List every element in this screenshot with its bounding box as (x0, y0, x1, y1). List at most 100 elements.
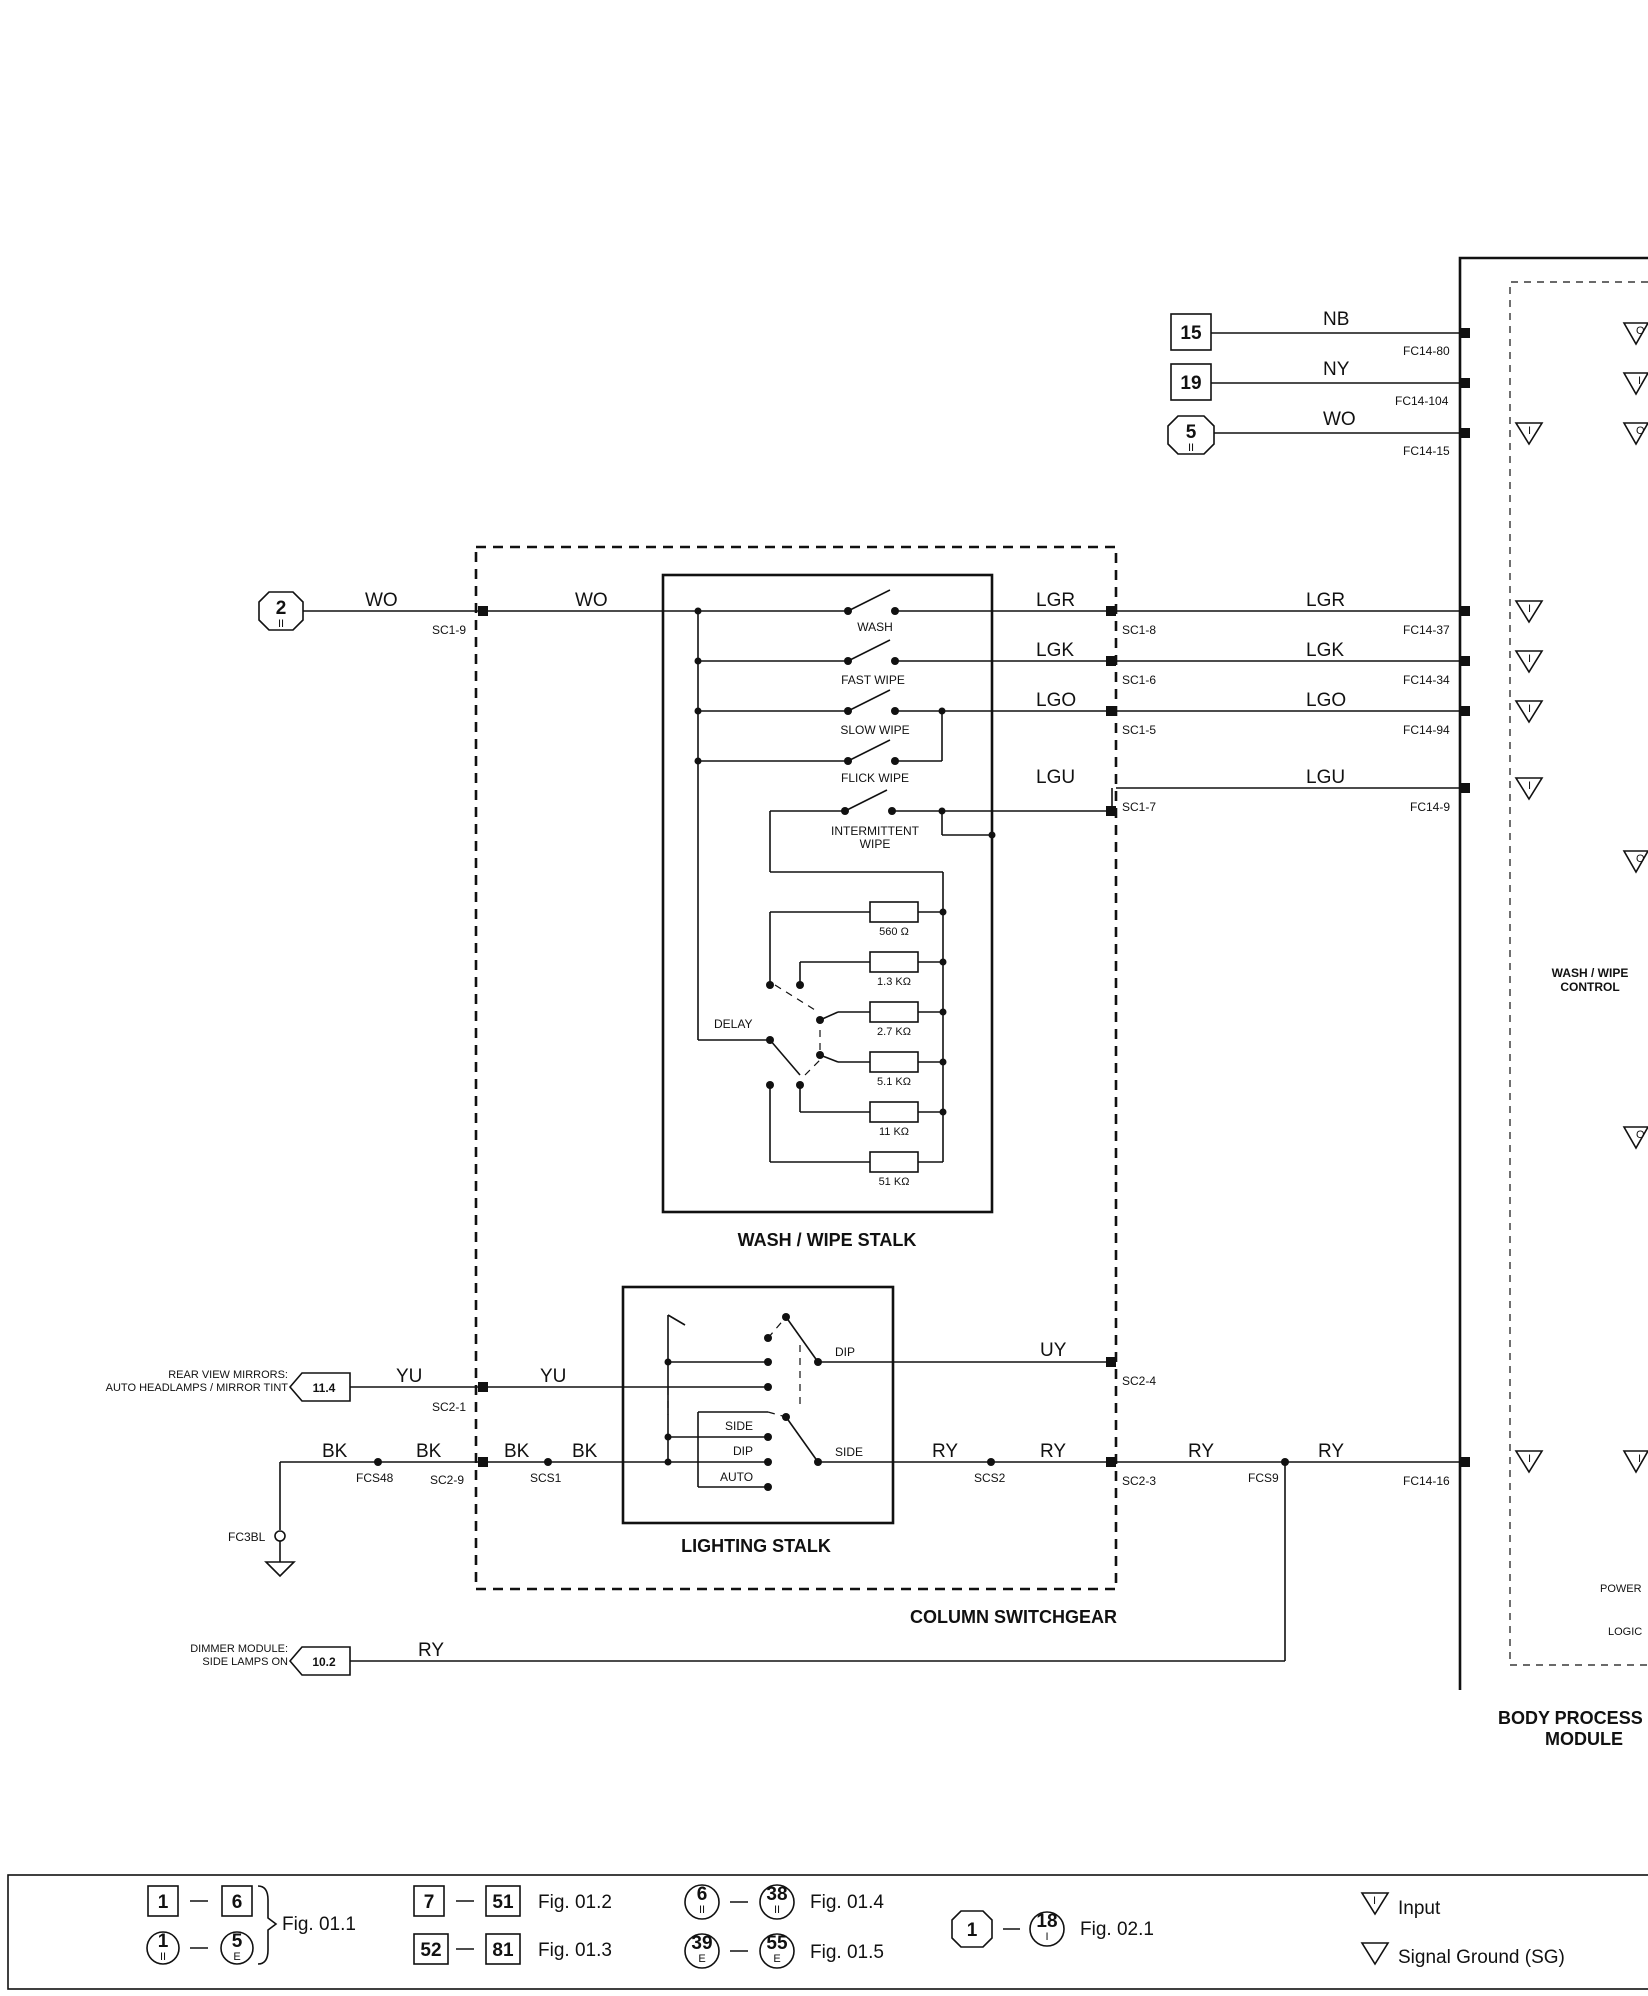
connector-fc14-80: FC14-80 (1403, 344, 1450, 358)
ref-11-4-arrow (288, 1372, 351, 1402)
legend-e2-sub: II (774, 1904, 780, 1916)
wire-label-ry-2: RY (1040, 1441, 1066, 1462)
ry-side-lamps: RY RY RY RY RY SCS2 SC2-3 FCS9 FC14-16 I… (190, 1441, 1544, 1676)
connector-fc14-34: FC14-34 (1403, 673, 1450, 687)
wire-label-ry-1: RY (932, 1441, 958, 1462)
legend-f1: 39 (691, 1933, 712, 1954)
resistor-2-7k (869, 1001, 919, 1023)
dimmer-label-1: DIMMER MODULE: (190, 1643, 288, 1655)
input-symbol-pin-15: I (1528, 425, 1531, 437)
lighting-stalk-switches: DIP SIDE SIDE DIP AUTO (628, 1313, 1112, 1491)
connector-fc14-94: FC14-94 (1403, 723, 1450, 737)
lighting-side-label: SIDE (835, 1445, 863, 1459)
body-processor-module: WASH / WIPE CONTROL POWER LOGIC BODY PRO… (1458, 256, 1648, 1749)
legend-signal-ground-label: Signal Ground (SG) (1398, 1947, 1565, 1968)
ground-symbol (264, 1561, 296, 1578)
ref-10-2-label: 10.2 (312, 1655, 336, 1669)
input-symbol-pin-94: I (1528, 703, 1531, 715)
input-symbol-pin-34: I (1528, 653, 1531, 665)
connector-fcs9: FCS9 (1248, 1471, 1279, 1485)
legend-c1: 7 (424, 1892, 435, 1913)
wire-label-lgr-1: LGR (1036, 590, 1075, 611)
top-inputs: 15 NB FC14-80 19 NY FC14-104 5 II WO FC1… (1167, 309, 1544, 458)
lighting-stalk-title: LIGHTING STALK (681, 1536, 831, 1556)
ref-2-sub: II (278, 618, 284, 630)
dimmer-label-2: SIDE LAMPS ON (202, 1656, 288, 1668)
lighting-stalk-outline (621, 1285, 895, 1525)
legend-d2: 81 (492, 1940, 514, 1961)
resistor-5-1k-label: 5.1 KΩ (877, 1076, 911, 1088)
wo-input: 2 II WO WO SC1-9 (258, 590, 698, 637)
column-switchgear-outline (474, 545, 1118, 1591)
legend-f2-sub: E (773, 1953, 780, 1965)
wire-label-lgu-2: LGU (1306, 767, 1345, 788)
uy-output: UY SC2-4 (1040, 1340, 1156, 1388)
resistor-1-3k-label: 1.3 KΩ (877, 976, 911, 988)
legend-c2: 51 (492, 1892, 514, 1913)
wash-wipe-control-outline (1509, 281, 1648, 1666)
ref-5-octagon (1167, 415, 1215, 455)
mirrors-label-1: REAR VIEW MIRRORS: (168, 1369, 288, 1381)
connector-fcs48: FCS48 (356, 1471, 394, 1485)
legend-input-symbol: I (1373, 1895, 1376, 1907)
legend-frame (7, 1874, 1648, 1990)
ref-11-4-label: 11.4 (313, 1381, 336, 1395)
lighting-dip-label: DIP (835, 1345, 855, 1359)
connector-scs1: SCS1 (530, 1471, 562, 1485)
wire-label-wo-2: WO (575, 590, 608, 611)
switch-intermittent-label: INTERMITTENT (831, 824, 920, 838)
ref-19-box (1170, 363, 1212, 401)
power-label: POWER (1600, 1583, 1642, 1595)
legend-fig-011: Fig. 01.1 (282, 1914, 356, 1935)
switch-slow-wipe-label: SLOW WIPE (840, 723, 909, 737)
ref-5-label: 5 (1186, 422, 1197, 443)
legend-input-label: Input (1398, 1898, 1441, 1919)
resistor-560 (869, 901, 919, 923)
legend-g2: 18 (1036, 1911, 1057, 1932)
resistor-560-label: 560 Ω (879, 926, 909, 938)
delay-label: DELAY (714, 1017, 752, 1031)
wash-wipe-control-label-2: CONTROL (1560, 980, 1619, 994)
input-symbol-pin-37: I (1528, 603, 1531, 615)
connector-fc14-15: FC14-15 (1403, 444, 1450, 458)
wash-wipe-stalk-outline (661, 573, 994, 1214)
legend-f1-sub: E (698, 1953, 705, 1965)
wash-wipe-control-label: WASH / WIPE (1552, 966, 1629, 980)
wiper-outputs: LGR LGK LGO LGU SC1-8 SC1-6 SC1-5 SC1-7 … (1036, 590, 1544, 816)
connector-fc14-16: FC14-16 (1403, 1474, 1450, 1488)
connector-fc3bl: FC3BL (228, 1530, 266, 1544)
legend-e2: 38 (766, 1884, 787, 1905)
legend-b2: 5 (232, 1931, 243, 1952)
connector-sc2-4: SC2-4 (1122, 1374, 1156, 1388)
switch-flick-wipe-label: FLICK WIPE (841, 771, 909, 785)
column-switchgear-title: COLUMN SWITCHGEAR (910, 1607, 1117, 1627)
wire-label-wo-top: WO (1323, 409, 1356, 430)
switch-fast-wipe-label: FAST WIPE (841, 673, 905, 687)
body-processor-outline (1458, 256, 1648, 1690)
connector-sc2-9: SC2-9 (430, 1473, 464, 1487)
switch-intermittent-label-2: WIPE (860, 837, 891, 851)
legend-f2: 55 (766, 1933, 788, 1954)
resistor-2-7k-label: 2.7 KΩ (877, 1026, 911, 1038)
legend-a1: 1 (158, 1892, 169, 1913)
partial-symbols: O I O O O I (1622, 322, 1648, 1474)
resistor-5-1k (869, 1051, 919, 1073)
partial-symbol-o: O (1636, 1129, 1645, 1141)
wire-label-uy: UY (1040, 1340, 1067, 1361)
legend-b2-sub: E (233, 1951, 240, 1963)
wash-wipe-stalk-title: WASH / WIPE STALK (738, 1230, 917, 1250)
wire-label-yu-2: YU (540, 1366, 566, 1387)
wire-label-ry-3: RY (1188, 1441, 1214, 1462)
connector-fc14-37: FC14-37 (1403, 623, 1450, 637)
input-symbol-pin-16: I (1528, 1453, 1531, 1465)
signal-ground-legend-icon (1360, 1942, 1390, 1966)
bk-ground: FC3BL BK BK BK BK FCS48 SC2-9 SCS1 (228, 1441, 628, 1578)
wire-label-bk-1: BK (322, 1441, 348, 1462)
ref-10-2-arrow (288, 1646, 351, 1676)
ref-15-label: 15 (1180, 323, 1202, 344)
connector-sc1-8: SC1-8 (1122, 623, 1156, 637)
wire-label-ry-5: RY (418, 1640, 444, 1661)
ref-15-box (1170, 313, 1212, 351)
legend-b1-sub: II (160, 1951, 166, 1963)
legend-a2: 6 (232, 1892, 243, 1913)
